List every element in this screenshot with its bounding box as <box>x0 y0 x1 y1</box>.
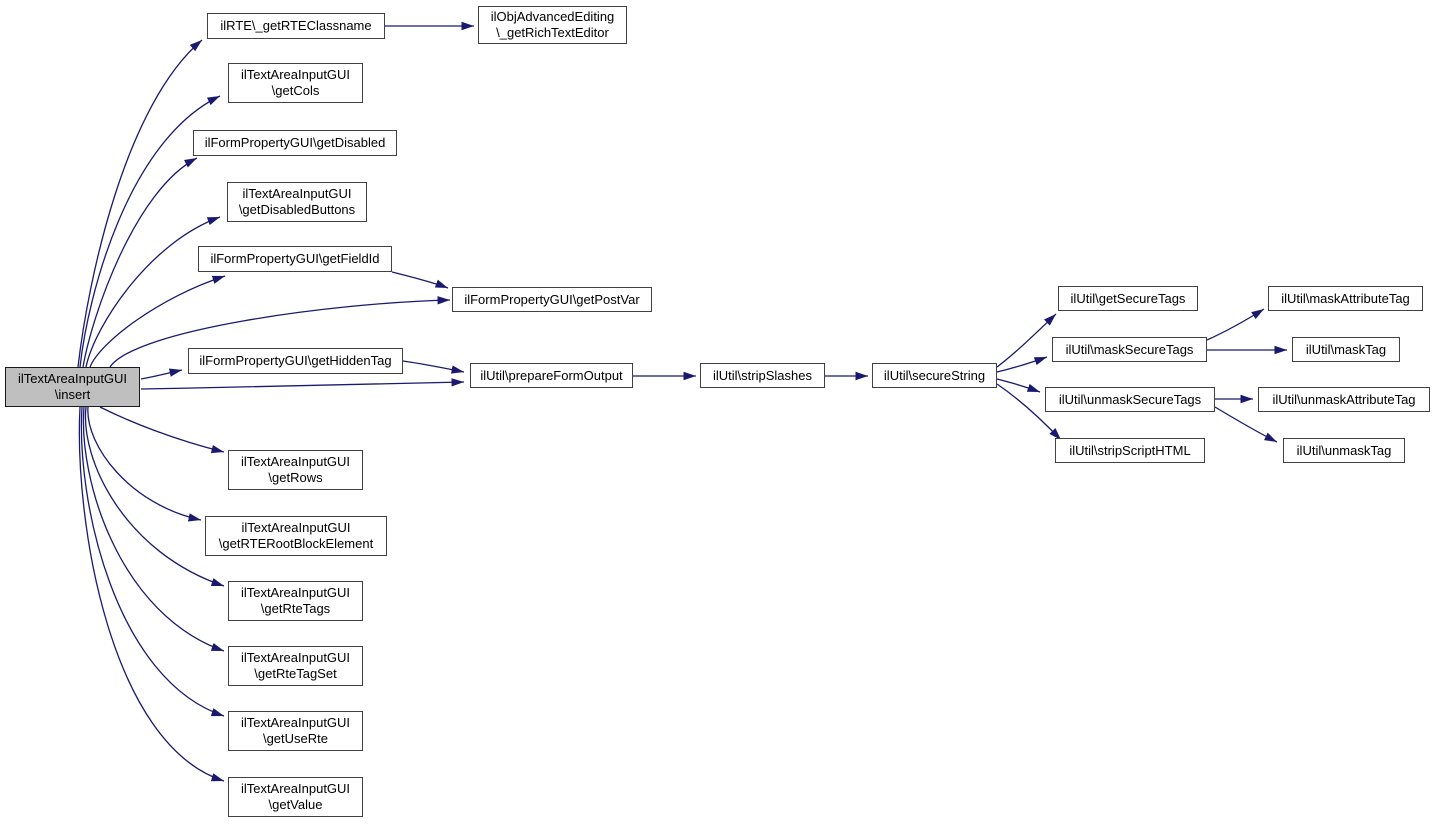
node-unmasktag[interactable]: ilUtil\unmaskTag <box>1283 438 1405 463</box>
node-getrtetags[interactable]: ilTextAreaInputGUI \getRteTags <box>228 581 363 621</box>
node-getrtetagset[interactable]: ilTextAreaInputGUI \getRteTagSet <box>228 646 363 686</box>
node-unmaskattributetag[interactable]: ilUtil\unmaskAttributeTag <box>1258 387 1430 412</box>
edge-insert-getrterootblockelement <box>87 406 202 522</box>
node-maskattributetag-label: ilUtil\maskAttributeTag <box>1281 290 1410 306</box>
edge-insert-getpostvar <box>109 296 451 368</box>
node-masktag-label: ilUtil\maskTag <box>1305 341 1387 357</box>
node-unmasksecuretags[interactable]: ilUtil\unmaskSecureTags <box>1045 387 1215 412</box>
node-getrichtexteditor[interactable]: ilObjAdvancedEditing \_getRichTextEditor <box>478 6 627 44</box>
node-getvalue[interactable]: ilTextAreaInputGUI \getValue <box>228 777 363 817</box>
node-insert-label: ilTextAreaInputGUI \insert <box>17 371 128 402</box>
node-getsecuretags-label: ilUtil\getSecureTags <box>1070 290 1186 306</box>
node-getdisabledbuttons[interactable]: ilTextAreaInputGUI \getDisabledButtons <box>227 182 367 222</box>
node-getuserte[interactable]: ilTextAreaInputGUI \getUseRte <box>228 711 363 751</box>
edge-securestring-getsecuretags <box>996 313 1057 368</box>
edge-securestring-stripscripthtml <box>996 383 1062 441</box>
node-getrows[interactable]: ilTextAreaInputGUI \getRows <box>228 450 363 490</box>
edge-insert-getfieldid <box>89 275 226 368</box>
edge-unmasksecuretags-unmasktag <box>1214 406 1278 443</box>
node-insert: ilTextAreaInputGUI \insert <box>5 367 140 407</box>
node-getdisabledbuttons-label: ilTextAreaInputGUI \getDisabledButtons <box>238 186 356 217</box>
node-getcols-label: ilTextAreaInputGUI \getCols <box>240 67 351 98</box>
node-unmaskattributetag-label: ilUtil\unmaskAttributeTag <box>1272 391 1416 407</box>
node-gethiddentag[interactable]: ilFormPropertyGUI\getHiddenTag <box>188 348 403 374</box>
edge-insert-getrtetagset <box>82 406 225 652</box>
node-getrterootblockelement[interactable]: ilTextAreaInputGUI \getRTERootBlockEleme… <box>205 516 387 556</box>
node-masksecuretags-label: ilUtil\maskSecureTags <box>1065 341 1194 357</box>
edge-insert-getvalue <box>78 406 225 782</box>
node-prepareformoutput[interactable]: ilUtil\prepareFormOutput <box>470 363 633 388</box>
node-getrichtexteditor-label: ilObjAdvancedEditing \_getRichTextEditor <box>490 9 615 40</box>
edge-insert-getrtetags <box>84 406 225 587</box>
node-getfieldid[interactable]: ilFormPropertyGUI\getFieldId <box>198 246 392 272</box>
node-getrows-label: ilTextAreaInputGUI \getRows <box>240 454 351 485</box>
node-stripscripthtml-label: ilUtil\stripScriptHTML <box>1069 442 1191 458</box>
node-getcols[interactable]: ilTextAreaInputGUI \getCols <box>228 63 363 103</box>
edge-insert-gethiddentag <box>140 368 183 380</box>
node-getrteclassname[interactable]: ilRTE\_getRTEClassname <box>207 13 385 39</box>
node-stripslashes[interactable]: ilUtil\stripSlashes <box>700 363 825 388</box>
node-securestring-label: ilUtil\secureString <box>883 367 986 383</box>
node-getvalue-label: ilTextAreaInputGUI \getValue <box>240 781 351 812</box>
edge-insert-getdisabledbuttons <box>85 216 221 368</box>
edge-insert-prepareformoutput <box>140 378 465 390</box>
node-getpostvar-label: ilFormPropertyGUI\getPostVar <box>464 291 640 307</box>
node-getrterootblockelement-label: ilTextAreaInputGUI \getRTERootBlockEleme… <box>218 520 374 551</box>
node-securestring[interactable]: ilUtil\secureString <box>872 363 997 388</box>
node-getfieldid-label: ilFormPropertyGUI\getFieldId <box>210 251 380 266</box>
node-getrtetagset-label: ilTextAreaInputGUI \getRteTagSet <box>240 650 351 681</box>
edge-securestring-unmasksecuretags <box>996 378 1041 393</box>
edge-securestring-masksecuretags <box>996 356 1048 373</box>
edge-insert-getcols <box>79 95 221 368</box>
node-getdisabled-label: ilFormPropertyGUI\getDisabled <box>204 135 386 150</box>
node-maskattributetag[interactable]: ilUtil\maskAttributeTag <box>1268 286 1423 311</box>
node-stripscripthtml[interactable]: ilUtil\stripScriptHTML <box>1055 438 1205 463</box>
node-unmasktag-label: ilUtil\unmaskTag <box>1296 442 1392 458</box>
node-masksecuretags[interactable]: ilUtil\maskSecureTags <box>1052 337 1207 362</box>
edge-gethiddentag-prepareformoutput <box>402 360 465 374</box>
edge-insert-getrows <box>99 406 225 454</box>
node-getuserte-label: ilTextAreaInputGUI \getUseRte <box>240 715 351 746</box>
node-getdisabled[interactable]: ilFormPropertyGUI\getDisabled <box>193 130 397 156</box>
node-unmasksecuretags-label: ilUtil\unmaskSecureTags <box>1058 391 1202 407</box>
edge-insert-getdisabled <box>82 157 198 368</box>
node-prepareformoutput-label: ilUtil\prepareFormOutput <box>480 367 623 383</box>
edge-insert-getuserte <box>80 406 225 717</box>
node-getsecuretags[interactable]: ilUtil\getSecureTags <box>1058 286 1198 311</box>
edge-getfieldid-getpostvar <box>391 271 449 289</box>
node-gethiddentag-label: ilFormPropertyGUI\getHiddenTag <box>199 353 392 368</box>
node-stripslashes-label: ilUtil\stripSlashes <box>713 367 812 383</box>
edge-insert-getrteclassname <box>77 39 203 368</box>
node-getrteclassname-label: ilRTE\_getRTEClassname <box>220 18 372 33</box>
node-getpostvar[interactable]: ilFormPropertyGUI\getPostVar <box>452 287 652 312</box>
node-getrtetags-label: ilTextAreaInputGUI \getRteTags <box>240 585 351 616</box>
edge-masksecuretags-maskattributetag <box>1206 308 1265 341</box>
node-masktag[interactable]: ilUtil\maskTag <box>1292 337 1400 362</box>
